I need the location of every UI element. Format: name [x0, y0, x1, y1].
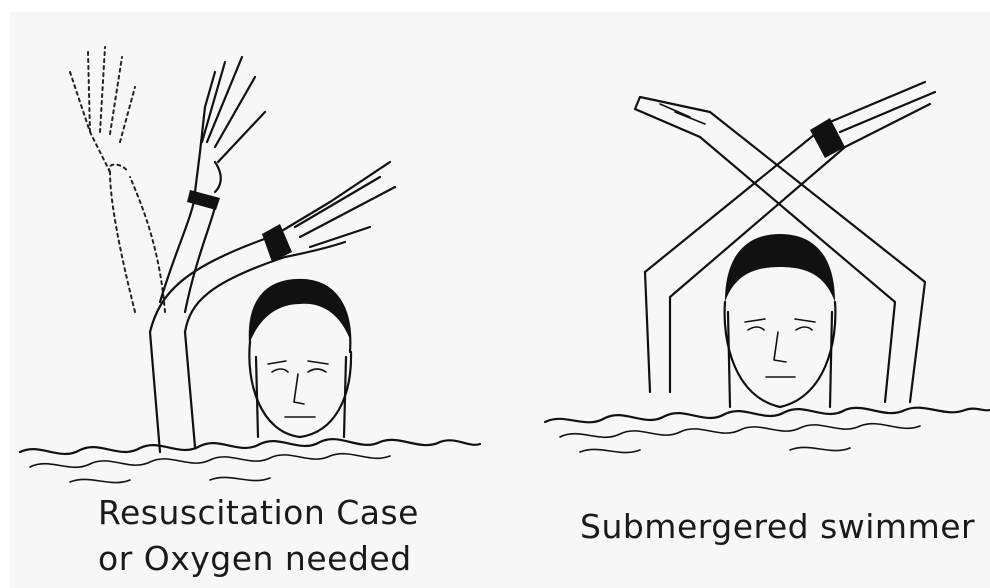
panel-resuscitation: Resuscitation Case or Oxygen needed — [10, 12, 490, 588]
signal-chart: Resuscitation Case or Oxygen needed — [10, 12, 990, 588]
caption-line-1: Submergered swimmer — [580, 504, 975, 550]
caption-submerged: Submergered swimmer — [580, 504, 975, 550]
swimmer-crossed-arms-signal-icon — [540, 12, 990, 482]
caption-resuscitation: Resuscitation Case or Oxygen needed — [98, 490, 419, 582]
panel-submerged: Submergered swimmer — [540, 12, 990, 588]
caption-line-2: or Oxygen needed — [98, 536, 419, 582]
swimmer-waving-arm-signal-icon — [10, 12, 490, 482]
caption-line-1: Resuscitation Case — [98, 490, 419, 536]
